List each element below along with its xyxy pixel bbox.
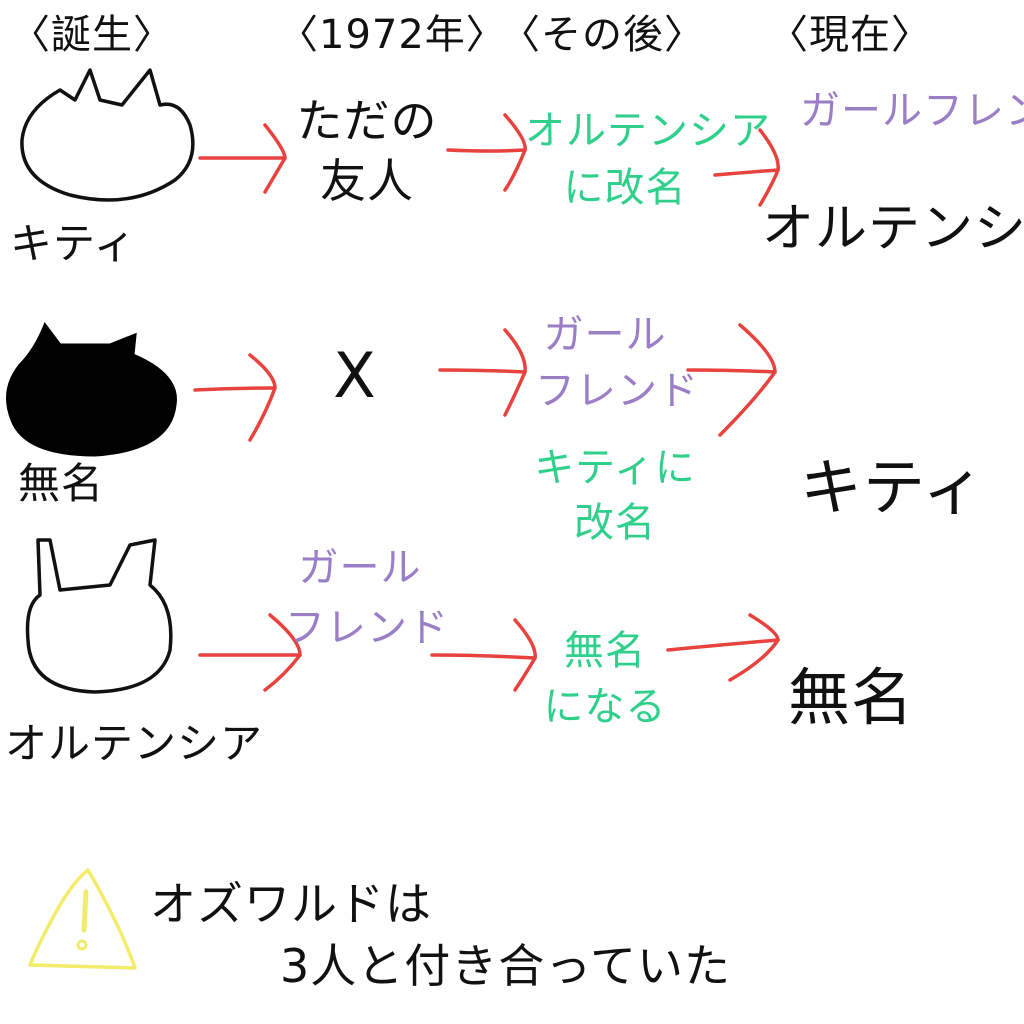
note-line1: オズワルドは <box>150 877 432 931</box>
row1-1972-line2: 友人 <box>320 154 414 208</box>
arrow-row2-c <box>686 323 777 437</box>
cat-icon-nameless <box>6 321 177 457</box>
row2-after-girlfriend-line2: フレンド <box>535 368 699 414</box>
note-line2: 3人と付き合っていた <box>280 939 731 993</box>
row3-after-line2: になる <box>543 684 667 730</box>
character-label-hortensia: オルテンシア <box>5 719 264 768</box>
arrow-row2-b <box>438 328 527 417</box>
row1-1972-line1: ただの <box>296 94 438 148</box>
header-birth: 〈誕生〉 <box>10 12 174 58</box>
row2-after-rename-line2: 改名 <box>574 500 656 546</box>
row3-1972-girlfriend-line2: フレンド <box>285 605 449 651</box>
header-after: 〈その後〉 <box>500 12 705 58</box>
row1-after-line2: に改名 <box>563 165 687 211</box>
row3-after-line1: 無名 <box>564 628 646 674</box>
arrow-row3-b <box>430 618 537 692</box>
row2-now-name: キティ <box>800 451 986 524</box>
arrow-row3-a <box>198 613 302 692</box>
character-label-nameless: 無名 <box>18 459 105 508</box>
cat-icon-kitty <box>20 68 195 202</box>
arrow-row1-b <box>446 113 527 192</box>
row2-after-rename-line1: キティに <box>534 445 696 491</box>
row3-1972-girlfriend-line1: ガール <box>298 545 422 591</box>
row3-now-name: 無名 <box>788 661 915 734</box>
arrow-row1-a <box>198 123 287 194</box>
arrow-row3-c <box>666 613 780 682</box>
header-1972: 〈1972年〉 <box>278 12 507 58</box>
arrow-row1-c <box>713 128 780 207</box>
warning-triangle-icon <box>28 868 137 970</box>
row2-1972-x: X <box>333 339 377 412</box>
header-now: 〈現在〉 <box>768 12 932 58</box>
character-label-kitty: キティ <box>10 219 137 268</box>
row2-after-girlfriend-line1: ガール <box>543 312 667 358</box>
row1-now-name: オルテンシア <box>762 199 1024 259</box>
cat-icon-hortensia <box>25 538 173 694</box>
row1-after-line1: オルテンシア <box>525 108 771 154</box>
arrow-row2-a <box>193 353 277 442</box>
